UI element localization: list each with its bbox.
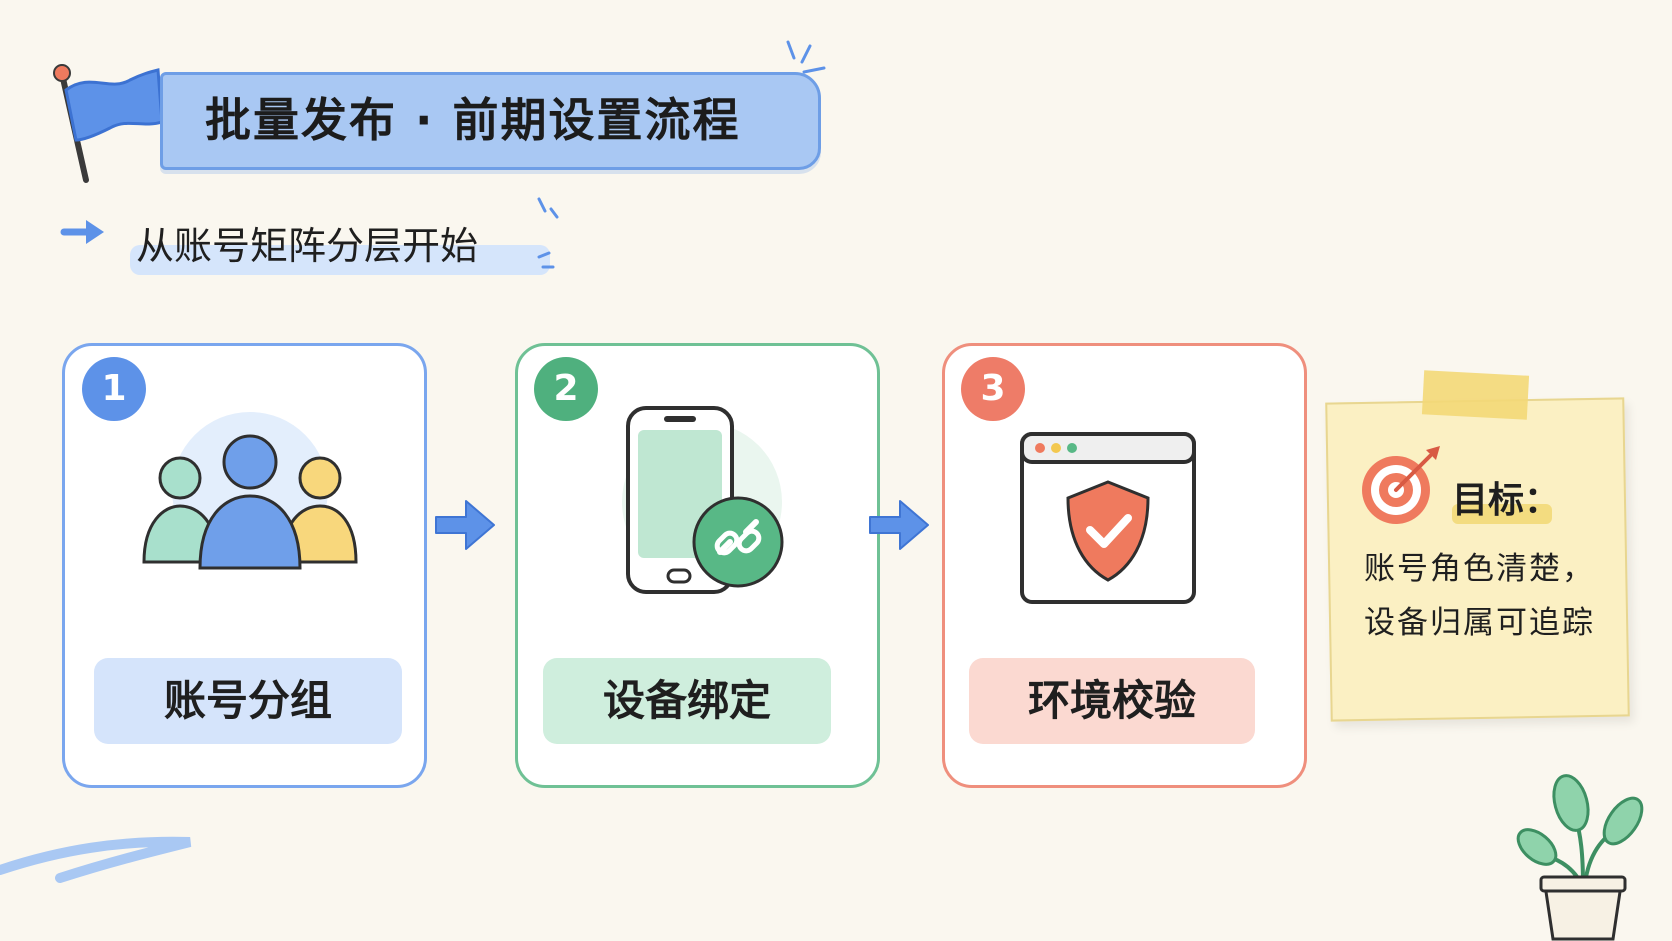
target-icon: [1362, 446, 1440, 524]
arrow-right-icon: [869, 500, 929, 550]
note-line: 设备归属可追踪: [1364, 605, 1595, 641]
flag-icon: [53, 64, 164, 183]
step-number-badge: 1: [82, 357, 146, 421]
step-label: 账号分组: [94, 658, 402, 744]
subtitle-highlight: [130, 245, 550, 275]
step-number-badge: 3: [961, 357, 1025, 421]
sparkle-icon: [537, 197, 559, 269]
page-title: 批量发布 · 前期设置流程: [205, 93, 741, 147]
arrow-right-icon: [60, 220, 104, 244]
browser-shield-icon: [1020, 432, 1196, 604]
step-label: 设备绑定: [543, 658, 831, 744]
note-heading: 目标：: [1452, 480, 1561, 521]
step-label: 环境校验: [969, 658, 1255, 744]
phone-link-icon: [622, 406, 784, 594]
user-group-icon: [142, 412, 358, 570]
brush-stroke: [0, 836, 192, 883]
note-line: 账号角色清楚，: [1364, 551, 1595, 587]
note-heading-highlight: [1452, 504, 1552, 524]
tape: [1421, 370, 1530, 420]
arrow-right-icon: [435, 500, 495, 550]
step-number-badge: 2: [534, 357, 598, 421]
subtitle: 从账号矩阵分层开始: [136, 224, 479, 268]
sparkle-icon: [786, 40, 826, 74]
title-banner: [160, 72, 821, 170]
plant-icon: [1516, 774, 1644, 941]
